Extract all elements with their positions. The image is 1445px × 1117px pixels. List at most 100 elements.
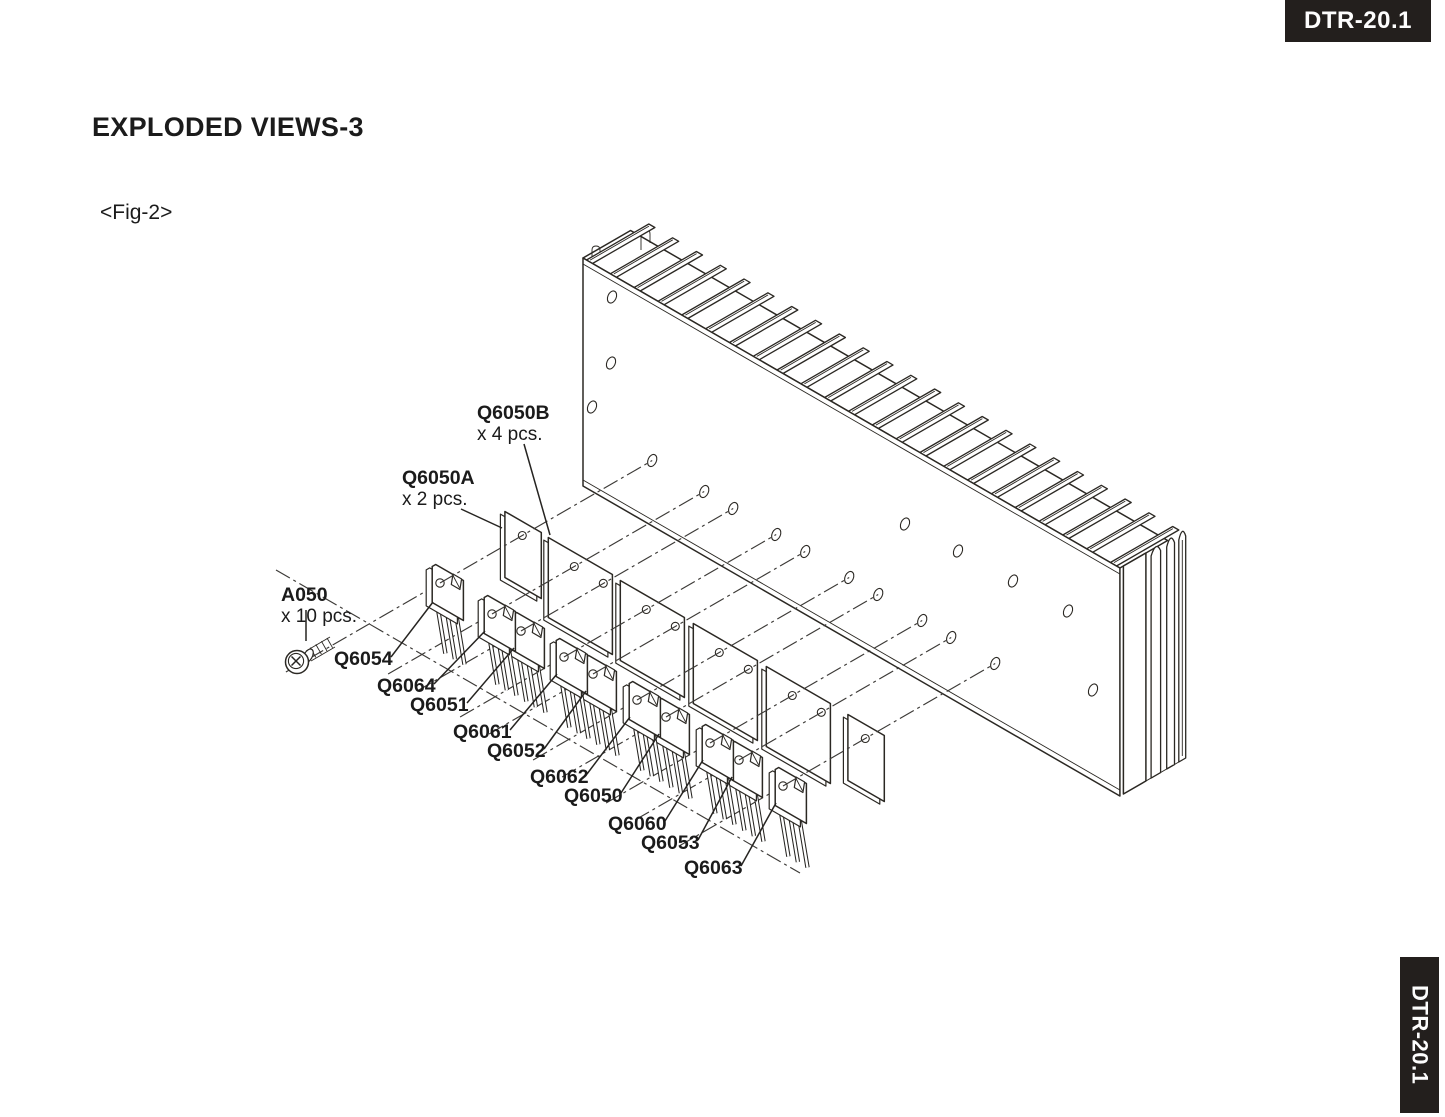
power-transistors [425,563,810,868]
transistor [425,563,467,665]
screw-shank-edge [310,646,336,662]
insulator-pad-b [692,622,759,742]
leader-line [433,630,486,685]
transistor-lead [798,819,809,868]
transistor-notch-edge [504,606,512,620]
label-insulator-b-qty: x 4 pcs. [477,424,542,445]
transistor-notch-edge [605,666,613,680]
heatsink-fin-edge [947,432,1007,467]
transistor [477,594,519,696]
leader-line [586,716,631,775]
transistor-notch-edge [533,623,541,637]
transistor-notch-edge [678,709,686,723]
heatsink-fin-edge [780,335,840,371]
label-screw-qty: x 10 pcs. [281,606,357,627]
centerline-tail [459,656,565,718]
heatsink-fin-edge [1089,514,1150,550]
transistor-lead [681,750,692,799]
insulator-pads [499,510,886,805]
leader-line [390,601,434,658]
heatsink-face-top-chamfer [582,263,1121,575]
heatsink-fin-edge [1018,473,1078,508]
leader-line [697,776,733,841]
transistor-lead [455,616,466,665]
transistor [651,697,693,799]
label-q6061: Q6061 [453,721,512,743]
centerline [782,663,996,787]
leader-line [620,733,660,794]
transistor-notch-edge [649,692,657,706]
label-q6062: Q6062 [530,766,589,788]
heatsink-fin-edge [923,418,983,453]
heatsink-fin-edge [637,253,697,288]
heatsink-tab [591,245,601,262]
heatsink-fin-edge [828,363,888,398]
screw-thread [315,644,322,655]
heatsink-fin-edge [756,322,816,357]
centerline [592,551,806,675]
heatsink-fin-edge [1066,500,1126,536]
transistor-lead [579,690,590,739]
leader-line [543,690,587,750]
transistor [768,766,810,868]
page-title: EXPLODED VIEWS-3 [92,112,364,142]
figure-label: <Fig-2> [100,201,173,224]
heatsink-fin-edge [851,377,912,412]
heatsink-hole [606,290,618,304]
centerline-tail [416,630,522,692]
transistor-notch-edge [795,778,803,792]
heatsink-fin-edge [589,225,650,261]
screw-row-centerline [275,569,801,874]
heatsink-fin-edge [732,308,793,343]
centerline [709,620,923,744]
heatsink-end-face [1122,552,1147,795]
leader-line [460,508,503,529]
model-badge-side: DTR-20.1 [1400,957,1439,1113]
transistor-notch-edge [452,575,460,589]
screw-thread [326,637,333,649]
transistor-lead [507,647,518,696]
insulator-pad-b [619,579,686,699]
transistor-lead [536,664,547,713]
label-q6051: Q6051 [410,694,469,716]
screw-row-line [275,569,801,874]
heatsink-hole [605,356,617,370]
heatsink-hole [1087,683,1099,697]
heatsink-hole [952,544,964,558]
heatsink-fin-edge [708,294,769,330]
label-q6060: Q6060 [608,813,667,835]
insulator-pad-a [847,713,886,803]
leader-line [740,802,777,867]
label-q6063: Q6063 [684,857,743,879]
heatsink-hole [899,517,911,531]
label-insulator-b-part: Q6050B [477,402,550,424]
heatsink-hole [1062,604,1074,618]
label-q6052: Q6052 [487,740,546,762]
label-q6053: Q6053 [641,832,700,854]
centerline [738,637,952,761]
heatsink-fin-edge [899,404,959,440]
centerline-tail [488,673,594,735]
heatsink-end-fin [1166,537,1176,770]
heatsink-fin-edge [1113,528,1174,563]
centerline [491,491,705,615]
transistor-lead [754,793,765,842]
centerline [636,577,850,701]
heatsink-end-fin [1150,545,1162,779]
label-insulator-a-part: Q6050A [402,467,475,489]
heatsink-face [582,257,1121,797]
heatsink-fin-edge [661,267,721,302]
centerline [665,594,879,718]
heatsink-fin-edge [1042,487,1102,522]
heatsink-fin-edge [970,445,1031,481]
screw-thread [321,640,328,652]
label-insulator-a-qty: x 2 pcs. [402,489,467,510]
heatsink-hole [586,400,598,414]
centerline [563,534,777,658]
screw-phillips-slot [290,655,302,667]
heatsink-hole [1007,574,1019,588]
heatsink-face-bottom-chamfer [582,479,1121,791]
insulator-pad-a [504,510,543,600]
centerline-tail [387,613,493,675]
